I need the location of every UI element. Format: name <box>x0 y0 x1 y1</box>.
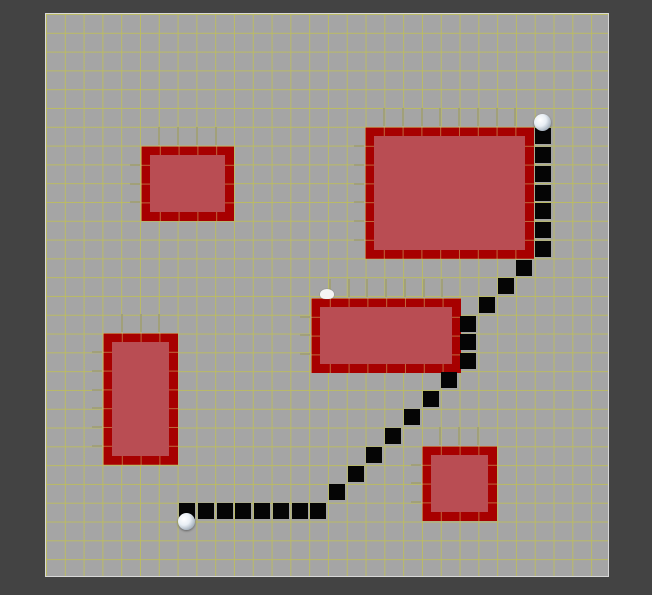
obstacle-left <box>103 333 179 465</box>
obstacle-tick <box>354 238 365 241</box>
obstacle-top-left <box>140 146 235 222</box>
obstacle-tick <box>401 108 404 127</box>
obstacle-tick <box>354 182 365 185</box>
path-cell <box>535 165 552 182</box>
path-cell <box>235 503 252 520</box>
goal-sphere-icon[interactable] <box>534 114 552 132</box>
obstacle-tick <box>383 108 386 127</box>
obstacle-tick <box>177 127 180 146</box>
obstacle-tick <box>129 182 140 185</box>
obstacle-interior <box>112 342 170 456</box>
path-cell <box>197 503 214 520</box>
obstacle-tick <box>120 314 123 333</box>
obstacle-tick <box>514 108 517 127</box>
path-cell <box>310 503 327 520</box>
obstacle-tick <box>354 220 365 223</box>
obstacle-tick <box>195 127 198 146</box>
obstacle-tick <box>495 108 498 127</box>
path-cell <box>535 184 552 201</box>
obstacle-tick <box>354 145 365 148</box>
path-cell <box>535 203 552 220</box>
path-cell <box>535 147 552 164</box>
path-cell <box>216 503 233 520</box>
path-cell <box>403 409 420 426</box>
path-cell <box>460 334 477 351</box>
obstacle-tick <box>476 108 479 127</box>
path-cell <box>535 128 552 145</box>
path-cell <box>422 390 439 407</box>
obstacle-tick <box>385 278 388 297</box>
cloud-icon[interactable] <box>319 289 334 300</box>
obstacle-tick <box>410 463 421 466</box>
obstacle-tick <box>422 278 425 297</box>
obstacle-tick <box>439 426 442 445</box>
obstacle-tick <box>158 314 161 333</box>
obstacle-tick <box>300 315 311 318</box>
obstacle-tick <box>366 278 369 297</box>
obstacle-tick <box>92 388 103 391</box>
obstacle-tick <box>458 108 461 127</box>
obstacle-tick <box>129 163 140 166</box>
obstacle-tick <box>214 127 217 146</box>
path-cell <box>535 240 552 257</box>
obstacle-tick <box>439 108 442 127</box>
obstacle-tick <box>354 201 365 204</box>
obstacle-tick <box>458 426 461 445</box>
path-cell <box>291 503 308 520</box>
obstacle-tick <box>328 278 331 297</box>
path-cell <box>385 428 402 445</box>
obstacle-interior <box>320 306 452 364</box>
obstacle-interior <box>149 155 226 213</box>
grid-board[interactable] <box>45 13 609 577</box>
obstacle-tick <box>92 369 103 372</box>
obstacle-tick <box>403 278 406 297</box>
path-cell <box>460 353 477 370</box>
path-cell <box>272 503 289 520</box>
path-cell <box>441 371 458 388</box>
obstacle-tick <box>354 163 365 166</box>
obstacle-center <box>311 297 461 373</box>
obstacle-tick <box>441 278 444 297</box>
path-cell <box>329 484 345 501</box>
obstacle-tick <box>347 278 350 297</box>
obstacle-tick <box>420 108 423 127</box>
obstacle-bottom <box>421 445 497 521</box>
path-cell <box>535 222 552 239</box>
obstacle-interior <box>374 136 526 250</box>
path-cell <box>460 315 477 332</box>
path-cell <box>516 259 533 276</box>
path-cell <box>497 278 514 295</box>
obstacle-interior <box>430 454 488 512</box>
obstacle-tick <box>92 426 103 429</box>
path-cell <box>254 503 271 520</box>
obstacle-tick <box>92 444 103 447</box>
obstacle-top-right <box>365 127 535 259</box>
obstacle-tick <box>300 334 311 337</box>
obstacle-tick <box>476 426 479 445</box>
start-sphere-icon[interactable] <box>178 513 196 531</box>
obstacle-tick <box>300 353 311 356</box>
path-cell <box>478 297 495 313</box>
obstacle-tick <box>129 201 140 204</box>
obstacle-tick <box>410 482 421 485</box>
obstacle-tick <box>410 501 421 504</box>
obstacle-tick <box>158 127 161 146</box>
path-cell <box>366 446 383 463</box>
obstacle-tick <box>92 407 103 410</box>
path-cell <box>347 465 364 482</box>
obstacle-tick <box>139 314 142 333</box>
obstacle-tick <box>92 351 103 354</box>
